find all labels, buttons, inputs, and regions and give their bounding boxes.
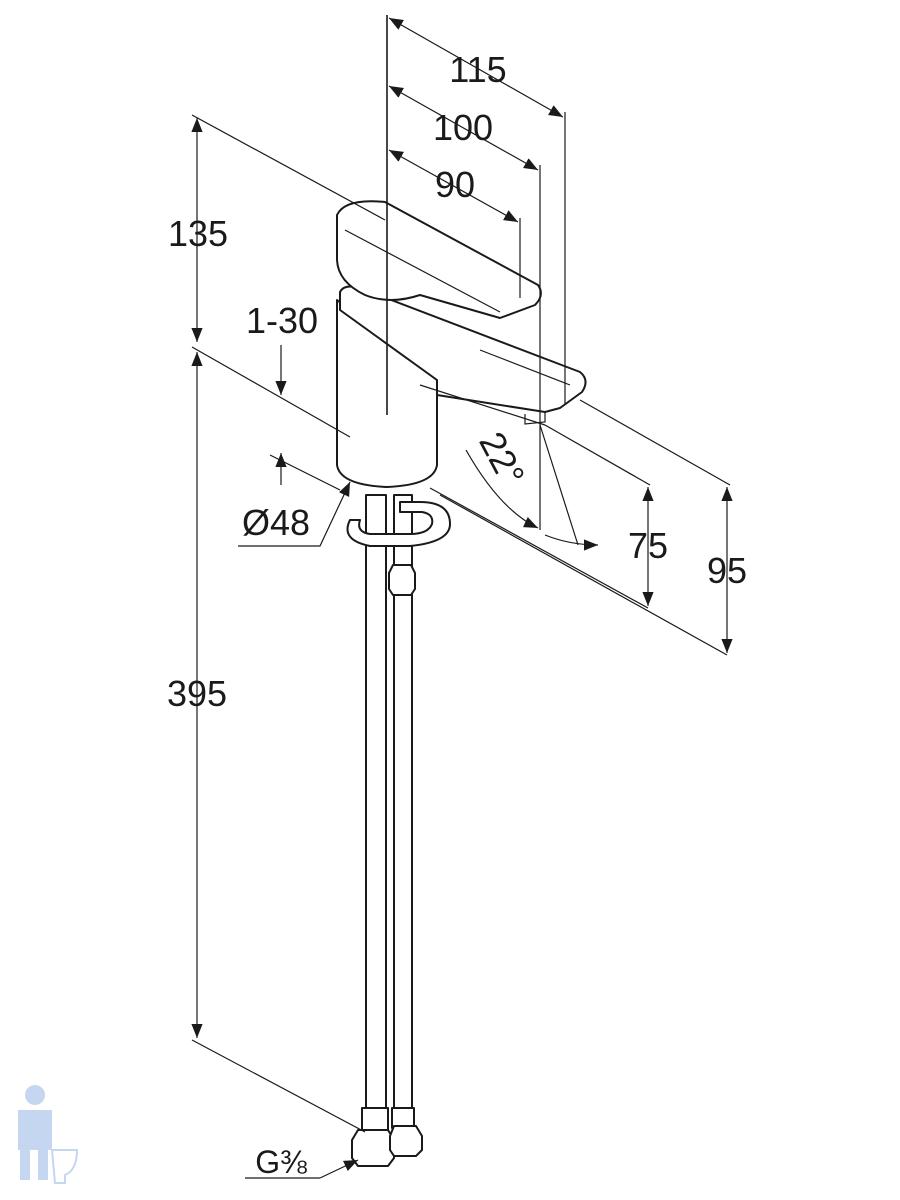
dim-115-label: 115 bbox=[449, 49, 506, 90]
dim-395-label: 395 bbox=[167, 673, 227, 714]
supply-hose-left bbox=[365, 494, 387, 1116]
dim-95-label: 95 bbox=[707, 550, 747, 591]
dim-90-label: 90 bbox=[435, 164, 475, 205]
dimension-spout-angle: 22° bbox=[465, 424, 599, 551]
faucet-body bbox=[336, 200, 587, 1167]
dim-135-label: 135 bbox=[168, 213, 228, 254]
dim-100-label: 100 bbox=[433, 107, 493, 148]
dimension-thread: G⅜ bbox=[245, 1144, 359, 1180]
lever-handle bbox=[336, 200, 542, 319]
hose-nut bbox=[388, 564, 416, 596]
dimension-base-diameter: Ø48 bbox=[238, 481, 351, 547]
dim-g38-label: G⅜ bbox=[255, 1144, 307, 1180]
dim-1-30-label: 1-30 bbox=[246, 300, 318, 341]
dimension-100: 100 bbox=[388, 85, 541, 530]
dim-22-label: 22° bbox=[471, 425, 533, 492]
dimension-115: 115 bbox=[388, 17, 566, 405]
dimension-deck-thickness: 1-30 bbox=[246, 300, 318, 485]
dimension-75: 75 bbox=[544, 424, 668, 606]
connector-nut-right bbox=[389, 1125, 423, 1157]
dim-75-label: 75 bbox=[628, 525, 668, 566]
dim-48-label: Ø48 bbox=[242, 502, 310, 543]
dimension-95: 95 bbox=[579, 399, 747, 653]
dimension-90: 90 bbox=[388, 149, 521, 298]
dimension-135: 135 bbox=[168, 114, 386, 342]
spout bbox=[339, 285, 587, 413]
connector-nut-left bbox=[351, 1129, 395, 1167]
fixing-bracket bbox=[346, 501, 451, 547]
plumber-logo bbox=[18, 1085, 79, 1184]
dimension-395: 395 bbox=[167, 352, 366, 1133]
